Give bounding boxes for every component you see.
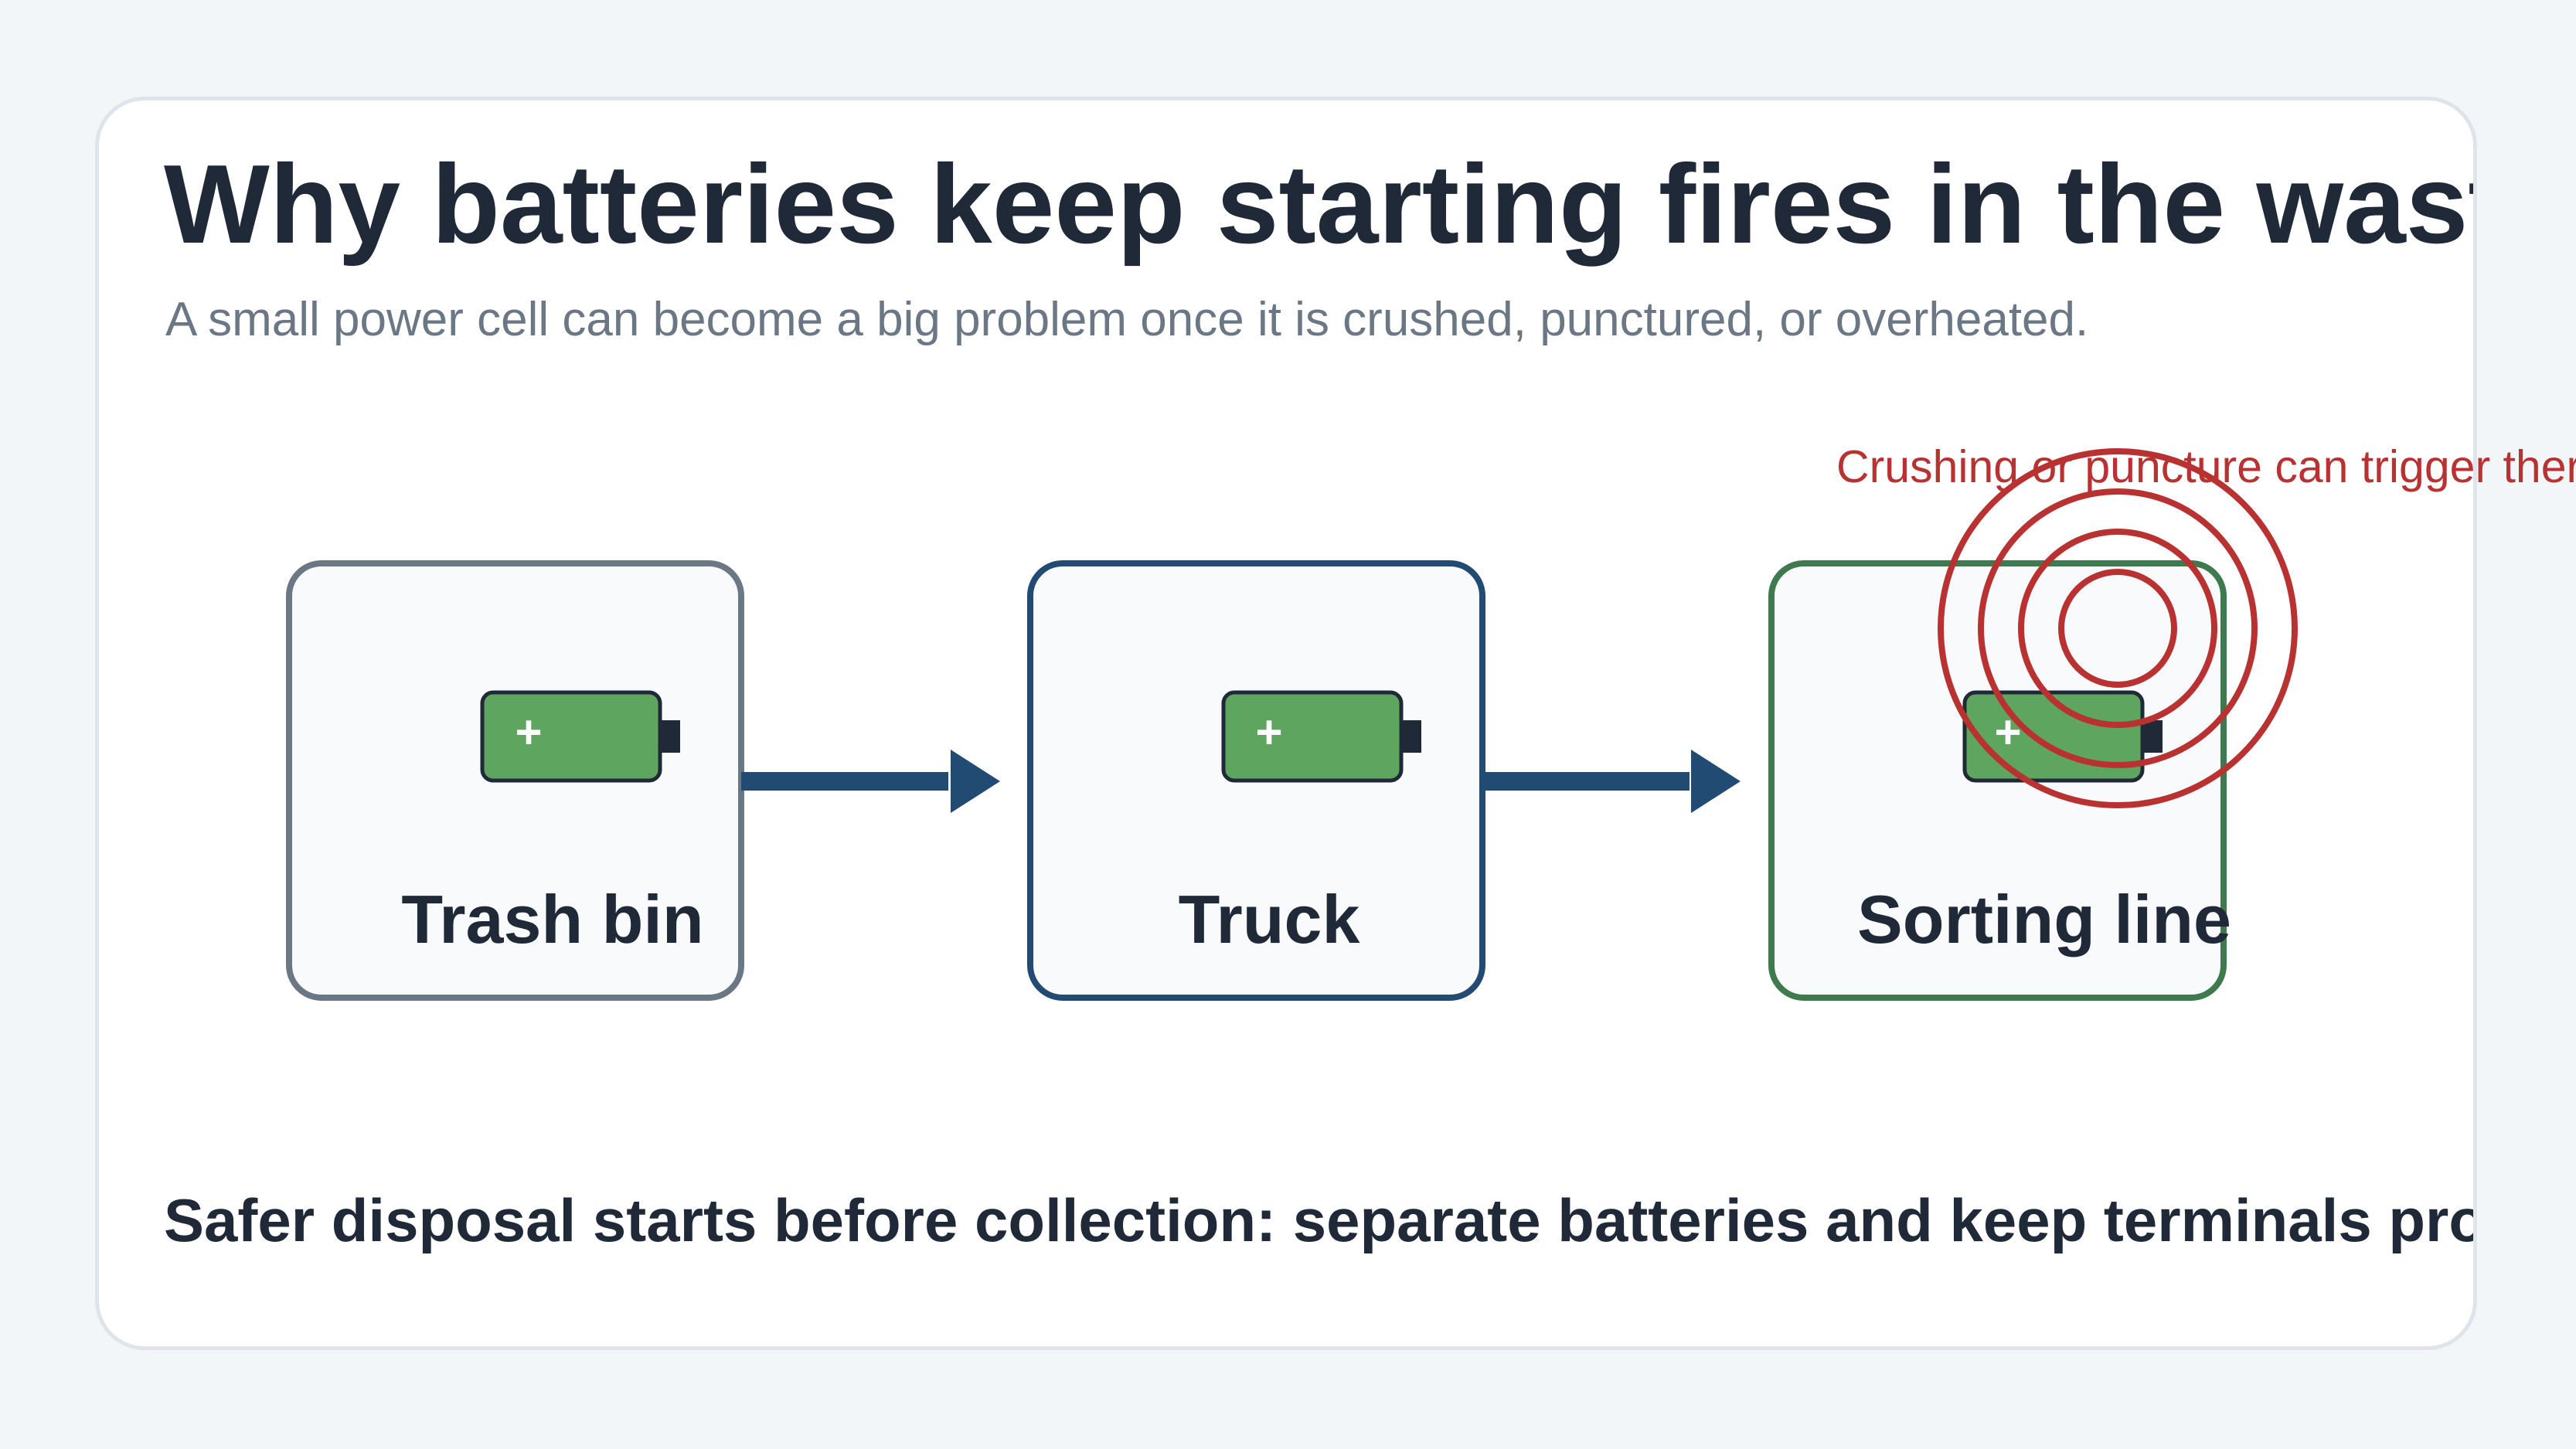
stage-truck: + Truck xyxy=(1027,560,1485,1001)
stage-trash-bin: + Trash bin xyxy=(286,560,744,1001)
stage-sorting-line: + Sorting line xyxy=(1768,560,2231,1001)
footer-note: Safer disposal starts before collection:… xyxy=(164,1186,2477,1254)
flow-arrow xyxy=(741,750,1000,813)
battery-icon: + xyxy=(480,690,680,783)
battery-plus-symbol: + xyxy=(1255,706,1282,758)
thermal-runaway-warning: Crushing or puncture can trigger thermal… xyxy=(1836,441,2576,492)
stage-label-sorting-line: Sorting line xyxy=(1857,881,2231,957)
page-title: Why batteries keep starting fires in the… xyxy=(164,141,2473,267)
stage-label-trash-bin: Trash bin xyxy=(401,881,703,957)
battery-icon: + xyxy=(1221,690,1421,783)
fire-warning-rings-icon xyxy=(1938,448,2298,808)
battery-plus-symbol: + xyxy=(515,706,542,758)
flow-arrow xyxy=(1482,750,1741,813)
stage-label-truck: Truck xyxy=(1179,881,1361,957)
page-subtitle: A small power cell can become a big prob… xyxy=(165,293,2089,346)
